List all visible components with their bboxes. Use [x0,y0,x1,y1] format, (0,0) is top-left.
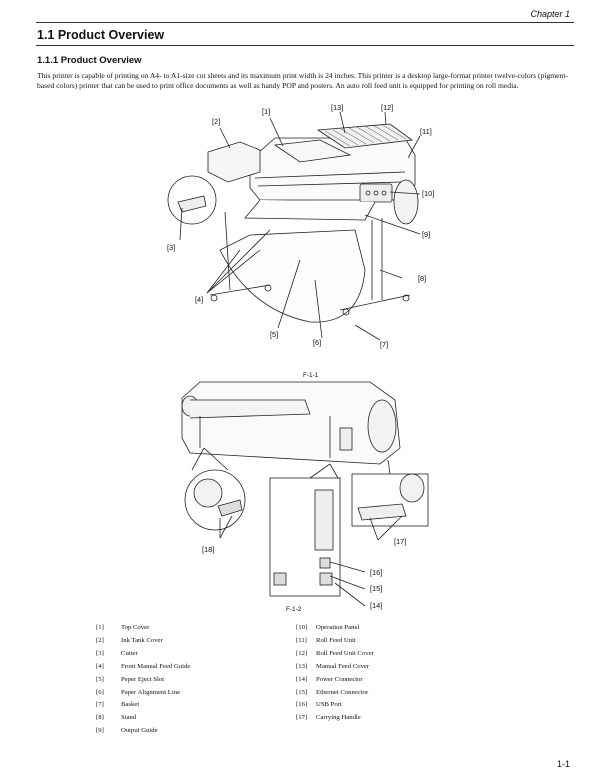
callout-9: [9] [422,230,430,239]
legend-row: [16]USB Port [296,701,342,709]
callout-1: [1] [262,107,270,116]
legend-row: [10]Operation Panel [296,624,360,631]
callout-18: [18] [202,545,214,554]
printer-rear-illustration: [18] [17] [16] [15] [14] [181,381,429,610]
legend-row: [7]Basket [96,701,140,709]
callout-17: [17] [394,537,406,546]
figure-front-view: [1] [2] [3] [4] [5] [6] [7] [8] [9] [10]… [150,100,470,375]
legend-row: [4]Front Manual Feed Guide [96,662,191,670]
legend-row: [14]Power Connector [296,675,363,683]
callout-3: [3] [167,243,175,252]
legend-row: [5]Peper Eject Slot [96,675,165,683]
figure-rear-view: [18] [17] [16] [15] [14] [170,378,460,615]
callout-6: [6] [313,338,321,347]
callout-2: [2] [212,117,220,126]
callout-7: [7] [380,340,388,349]
intro-paragraph: This printer is capable of printing on A… [37,71,568,90]
legend-left: [1]Top Cover [2]Ink Tank Cover [3]Cutter… [96,622,190,738]
callout-16: [16] [370,568,382,577]
section-title: 1.1 Product Overview [37,28,165,42]
legend-row: [12]Roll Feed Unit Cover [296,649,374,657]
legend-row: [11]Roll Feed Unit [296,636,356,644]
section-rule [36,45,574,46]
printer-front-illustration: [1] [2] [3] [4] [5] [6] [7] [8] [9] [10]… [167,103,434,349]
callout-15: [15] [370,584,382,593]
legend-right: [10]Operation Panel [11]Roll Feed Unit [… [296,622,374,725]
figure1-caption: F-1-1 [303,372,319,379]
callout-5: [5] [270,330,278,339]
legend-row: [6]Paper Alignment Line [96,688,181,696]
legend-row: [17]Carrying Handle [296,714,361,722]
figure2-caption: F-1-2 [286,606,302,613]
page-number: 1-1 [556,759,570,769]
callout-10: [10] [422,189,434,198]
legend-row: [3]Cutter [96,649,138,657]
legend-row: [13]Manual Feed Cover [296,662,370,670]
callout-14: [14] [370,601,382,610]
legend-row: [9]Output Guide [96,727,158,735]
legend-row: [15]Ethernet Connector [296,688,369,696]
header-rule [36,22,574,23]
legend-row: [2]Ink Tank Cover [96,636,163,644]
callout-13: [13] [331,103,343,112]
callout-8: [8] [418,274,426,283]
legend-row: [8]Stand [96,714,137,722]
subsection-title: 1.1.1 Product Overview [37,55,142,66]
chapter-label: Chapter 1 [530,9,570,19]
legend-row: [1]Top Cover [96,624,150,631]
callout-12: [12] [381,103,393,112]
callout-4: [4] [195,295,203,304]
callout-11: [11] [420,127,432,136]
